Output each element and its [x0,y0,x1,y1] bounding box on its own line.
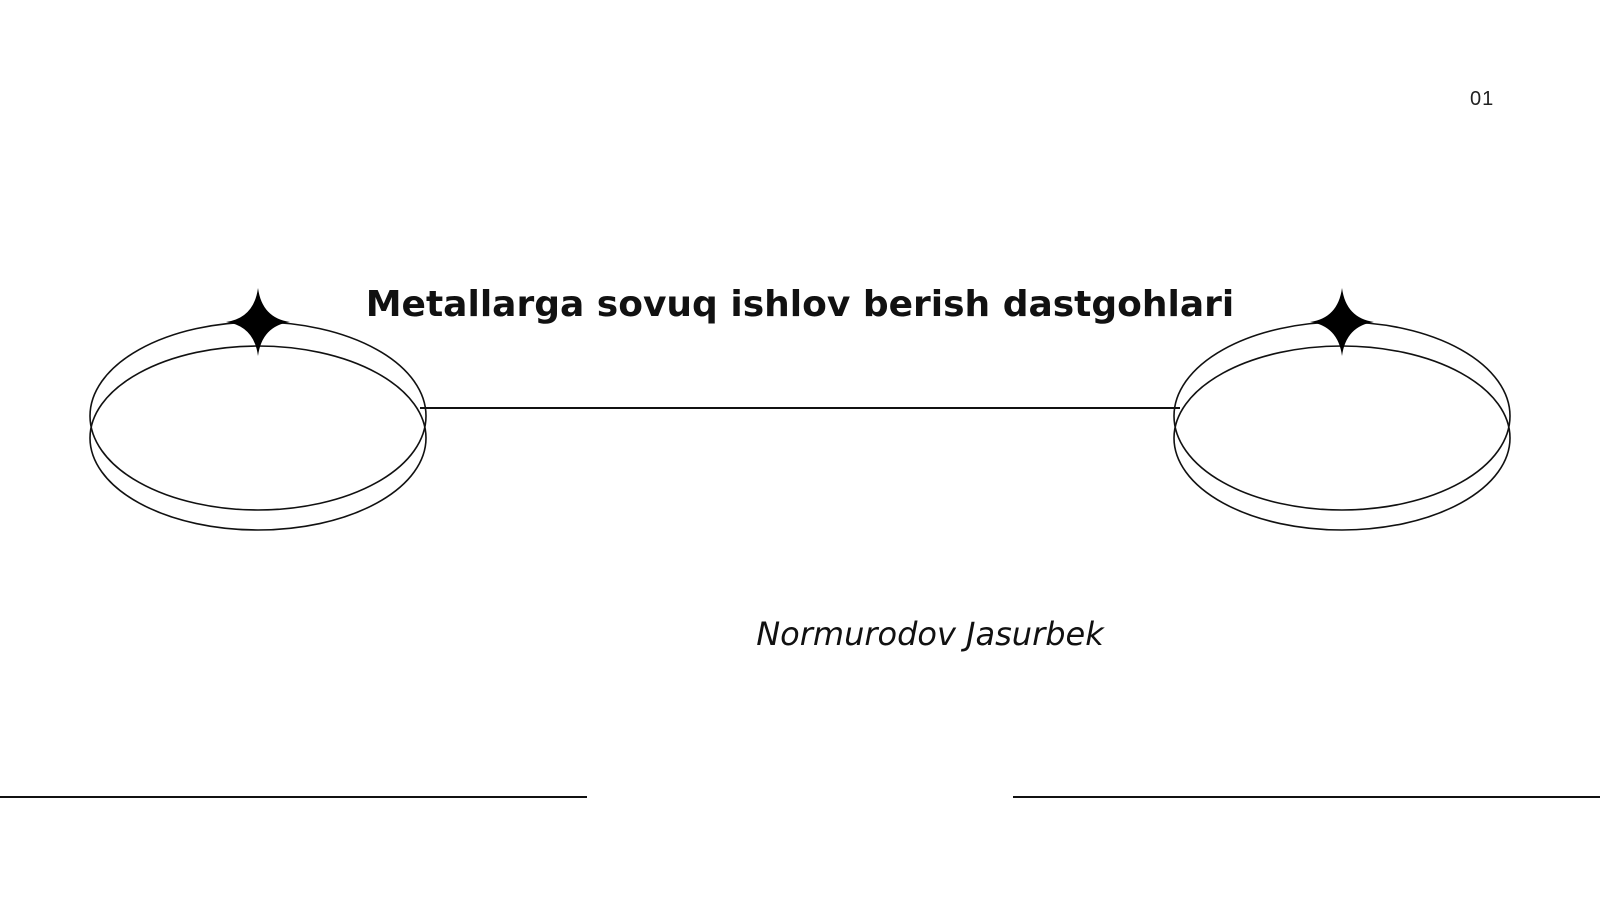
slide-title: Metallarga sovuq ishlov berish dastgohla… [365,284,1235,325]
author-name: Normurodov Jasurbek [756,615,1104,653]
page-number: 01 [1470,88,1495,110]
sparkle-star-icon [1310,288,1374,356]
sparkle-star-icon [226,288,290,356]
